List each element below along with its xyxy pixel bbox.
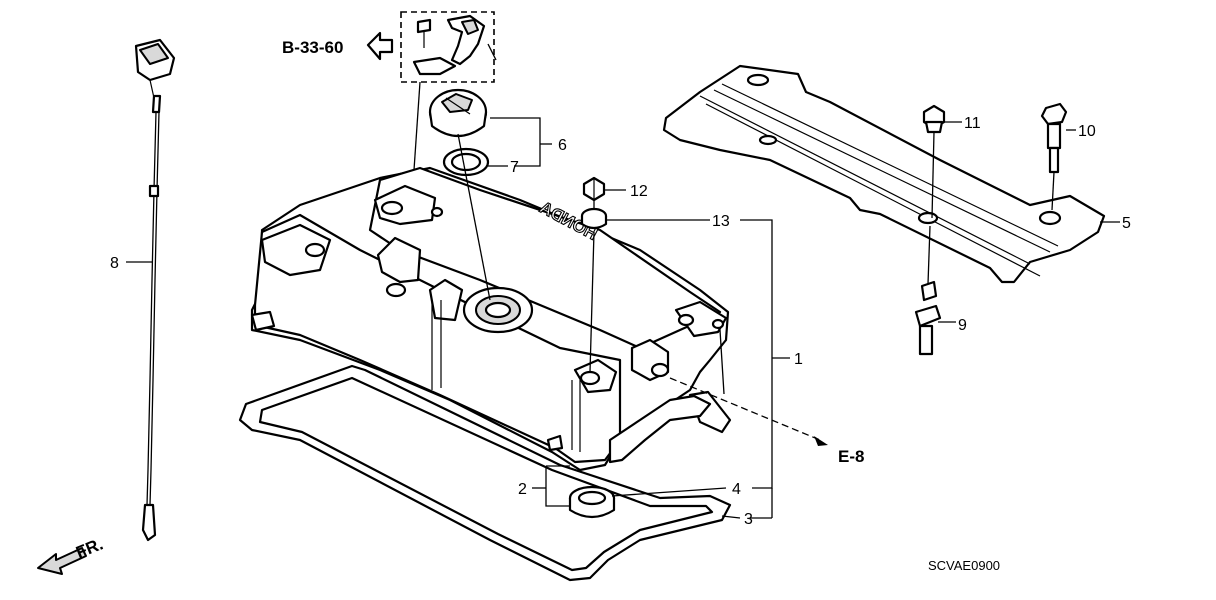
leader-lines: [126, 43, 1120, 519]
reference-label-e: E-8: [838, 447, 864, 466]
oil-filler-cap-o-ring: [442, 147, 490, 177]
cap-nut: [582, 176, 606, 202]
reference-arrow-b: [366, 31, 394, 61]
oil-filler-cap: [428, 88, 488, 138]
rubber-washer: [580, 207, 608, 230]
callout-4: 4: [732, 481, 741, 498]
callout-10: 10: [1078, 123, 1096, 140]
plug-hole-seal: [568, 485, 616, 519]
head-cover-gasket: [238, 364, 732, 582]
drawing-code: SCVAE0900: [928, 558, 1000, 573]
dipstick: [134, 38, 176, 542]
callout-2: 2: [518, 481, 527, 498]
callout-9: 9: [958, 317, 967, 334]
engine-cover: [662, 64, 1106, 284]
breather-bracket-inset: [400, 11, 495, 83]
reference-label-b: B-33-60: [282, 38, 343, 57]
callout-7: 7: [510, 159, 519, 176]
stud-bolt-upper: [1040, 102, 1068, 174]
callout-13: 13: [712, 213, 730, 230]
stud-bolt-lower: [914, 280, 942, 356]
callout-1: 1: [794, 351, 803, 368]
cylinder-head-cover: [250, 166, 732, 472]
cover-nut: [922, 104, 946, 134]
front-direction-arrow: [37, 547, 87, 575]
callout-3: 3: [744, 511, 753, 528]
front-label: FR.: [73, 534, 106, 562]
callout-12: 12: [630, 183, 648, 200]
callout-11: 11: [964, 115, 981, 132]
callout-6: 6: [558, 137, 567, 154]
callout-5: 5: [1122, 215, 1131, 232]
callout-8: 8: [110, 255, 119, 272]
